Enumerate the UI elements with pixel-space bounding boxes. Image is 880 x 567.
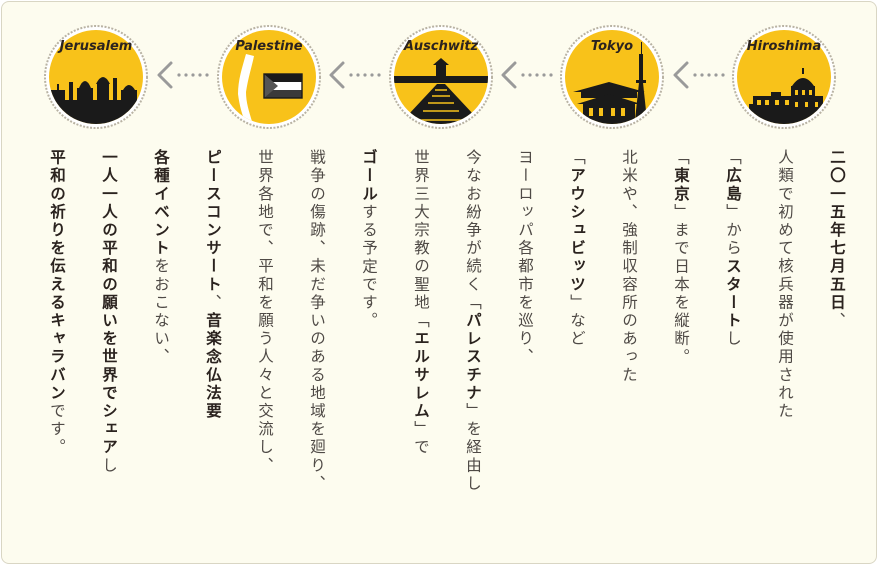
city-badge-palestine: Palestine [216, 24, 322, 130]
city-badge-auschwitz: Auschwitz [388, 24, 494, 130]
text-column-6: 「アウシュビッツ」など [568, 149, 586, 349]
arrow-left-icon [499, 60, 557, 90]
city-badge-jerusalem: Jerusalem [43, 24, 149, 130]
arrow-left-icon [327, 60, 385, 90]
tokyo-temple-tower-icon [560, 25, 664, 129]
text-column-9: 世界三大宗教の聖地「エルサレム」で [412, 149, 430, 457]
hiroshima-dome-icon [732, 25, 836, 129]
city-label-jerusalem: Jerusalem [59, 39, 133, 54]
city-label-hiroshima: Hiroshima [746, 39, 822, 54]
text-column-15: 一人一人の平和の願いを世界でシェアし [100, 149, 118, 475]
city-badge-hiroshima: Hiroshima [731, 24, 837, 130]
text-column-5: 北米や、強制収容所のあった [620, 149, 638, 385]
text-column-8: 今なお紛争が続く「パレスチナ」を経由し [464, 149, 482, 493]
text-column-13: ピースコンサート、音楽念仏法要 [204, 149, 222, 421]
auschwitz-gate-rails-icon [389, 25, 493, 129]
arrow-left-icon [155, 60, 213, 90]
text-column-16: 平和の祈りを伝えるキャラバンです。 [48, 149, 66, 457]
text-column-4: 「東京」まで日本を縦断。 [672, 149, 690, 367]
city-badge-tokyo: Tokyo [559, 24, 665, 130]
text-column-11: 戦争の傷跡、未だ争いのある地域を廻り、 [308, 149, 326, 493]
city-label-tokyo: Tokyo [590, 39, 634, 54]
text-column-10: ゴールする予定です。 [360, 149, 378, 331]
city-label-auschwitz: Auschwitz [403, 39, 479, 54]
text-column-7: ヨーロッパ各都市を巡り、 [516, 149, 534, 367]
jerusalem-skyline-icon [44, 25, 148, 129]
palestine-flag-map-icon [217, 25, 321, 129]
text-column-14: 各種イベントをおこない、 [152, 149, 170, 367]
text-column-1: 二〇一五年七月五日、 [828, 149, 846, 331]
city-label-palestine: Palestine [235, 39, 303, 54]
text-column-12: 世界各地で、平和を願う人々と交流し、 [256, 149, 274, 475]
text-column-2: 人類で初めて核兵器が使用された [776, 149, 794, 421]
text-column-3: 「広島」からスタートし [724, 149, 742, 349]
arrow-left-icon [671, 60, 729, 90]
